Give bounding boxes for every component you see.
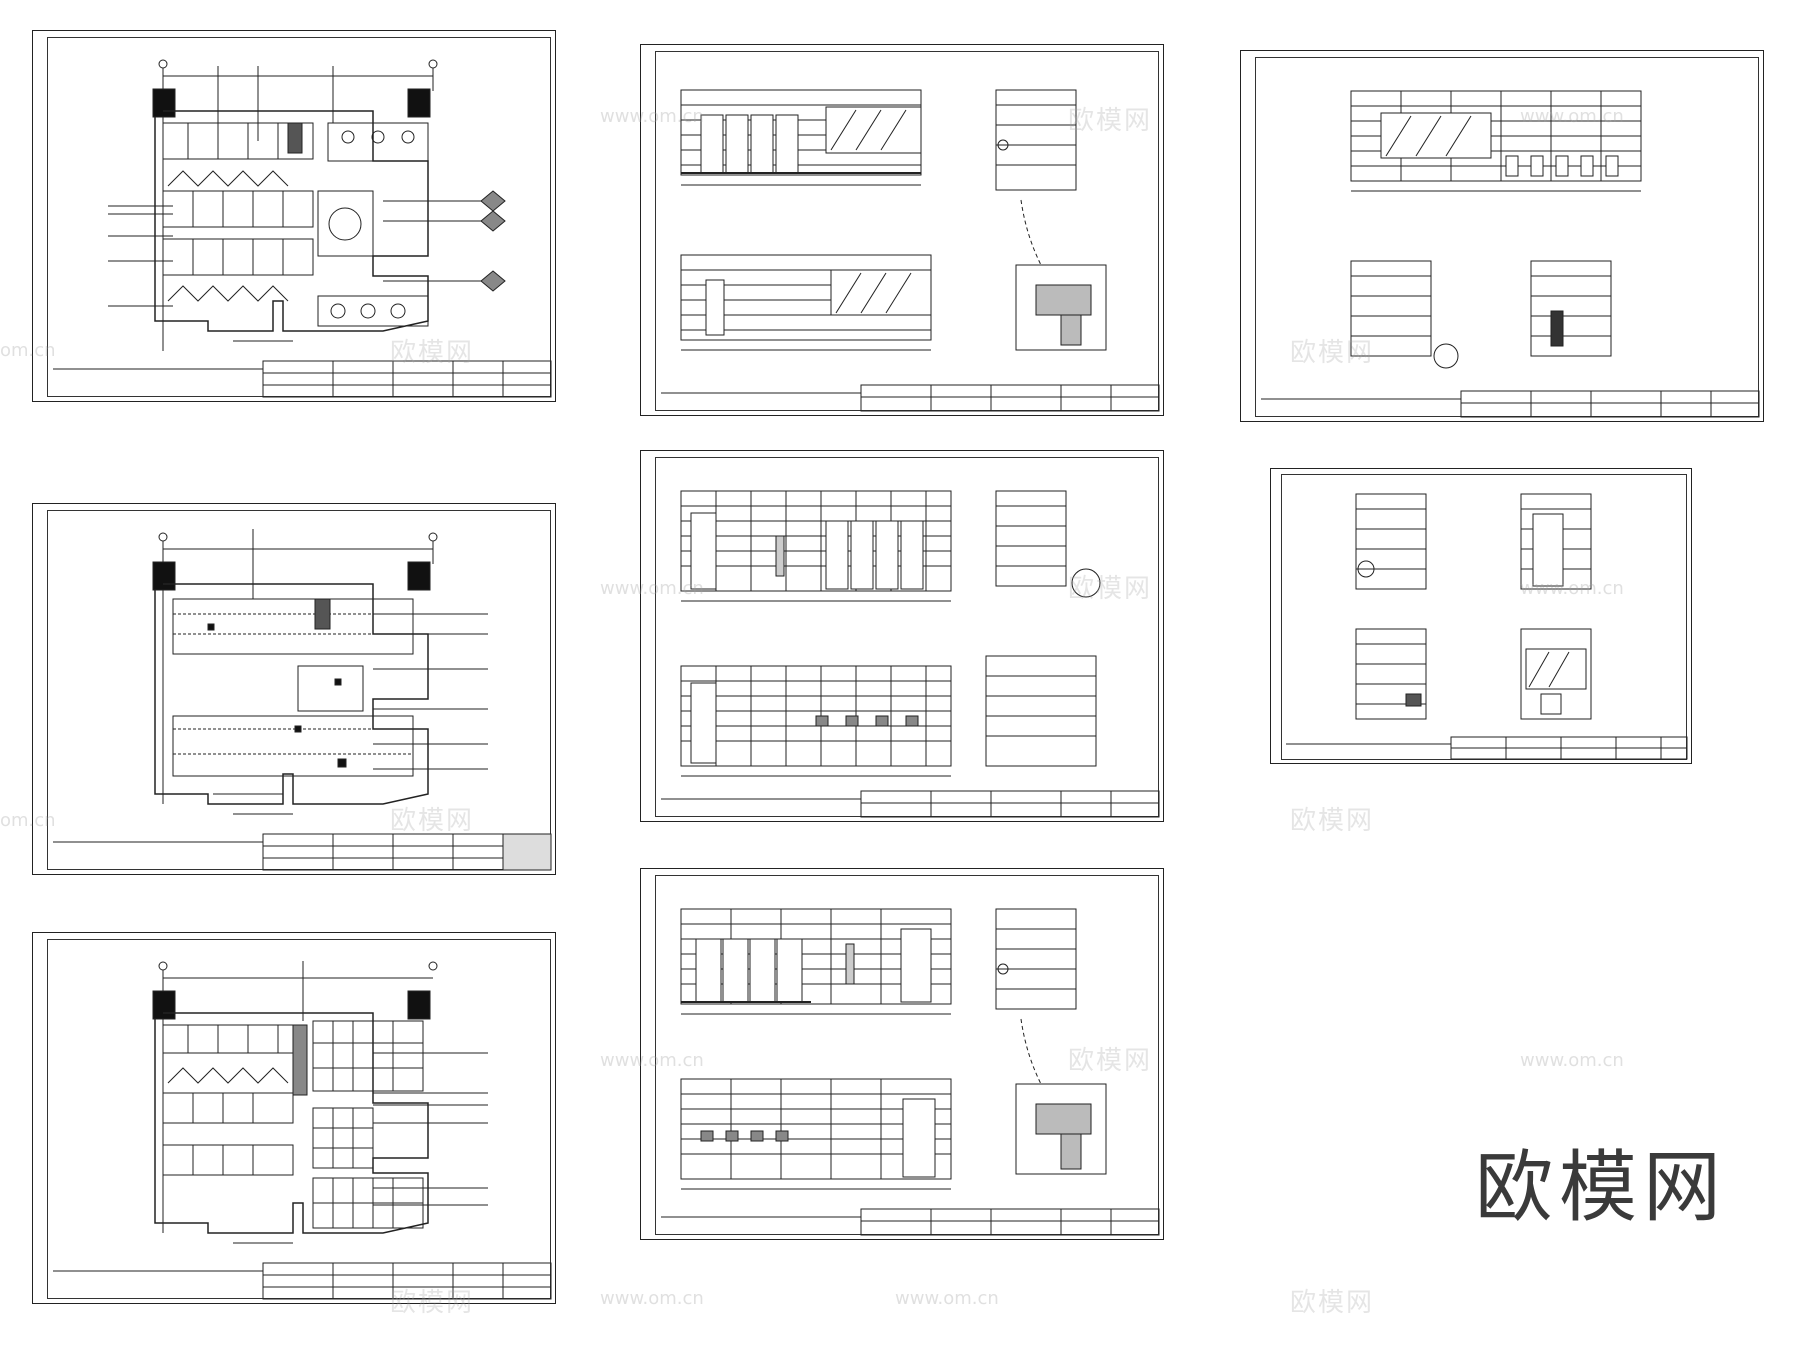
elevations-c-drawing bbox=[661, 908, 1160, 1236]
drawing-sheet-elevations-c bbox=[640, 868, 1164, 1240]
drawing-sheet-elevations-b bbox=[640, 450, 1164, 822]
watermark-url: www.om.cn bbox=[1520, 1050, 1624, 1071]
drawing-sheet-elevations-a bbox=[640, 44, 1164, 416]
elevations-b-drawing bbox=[661, 490, 1160, 818]
drawing-sheet-floor-tile-plan bbox=[32, 932, 556, 1304]
watermark-url: www.om.cn bbox=[895, 1288, 999, 1309]
watermark-url: www.om.cn bbox=[600, 1288, 704, 1309]
elevations-d-drawing bbox=[1261, 90, 1760, 418]
floor-plan-drawing bbox=[53, 59, 552, 398]
ceiling-plan-drawing bbox=[53, 529, 552, 871]
drawing-sheet-floor-plan bbox=[32, 30, 556, 402]
brand-logo: 欧模网 bbox=[1475, 1143, 1728, 1233]
watermark-text: 欧模网 bbox=[1290, 1288, 1375, 1318]
floor-tile-drawing bbox=[53, 961, 552, 1300]
details-e-drawing bbox=[1286, 493, 1688, 760]
drawing-sheet-ceiling-plan bbox=[32, 503, 556, 875]
watermark-text: 欧模网 bbox=[1290, 806, 1375, 836]
drawing-sheet-elevations-d bbox=[1240, 50, 1764, 422]
elevations-a-drawing bbox=[661, 89, 1160, 412]
drawing-sheet-details-e bbox=[1270, 468, 1692, 764]
